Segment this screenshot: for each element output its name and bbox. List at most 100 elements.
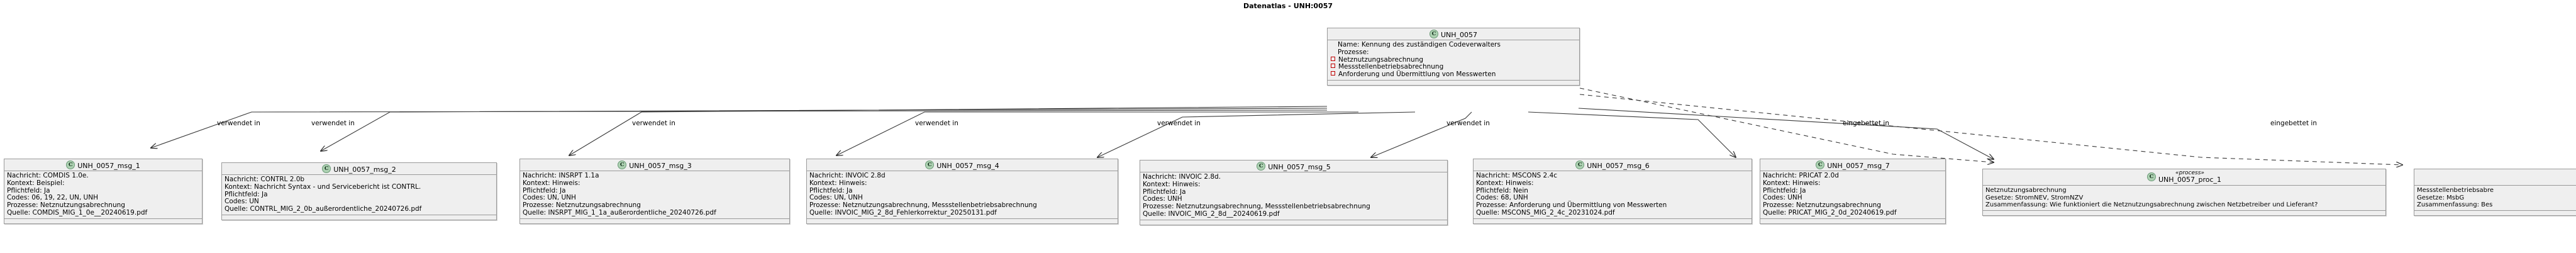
- node-body: Nachricht: MSCONS 2.4c Kontext: Hinweis:…: [1474, 171, 1752, 218]
- edge-label: verwendet in: [1446, 120, 1490, 127]
- field-quelle: Quelle: INVOIC_MIG_2_8d__20240619.pdf: [1143, 210, 1280, 218]
- field-quelle: Quelle: CONTRL_MIG_2_0b_außerordentliche…: [225, 205, 422, 213]
- node-footer: [4, 218, 202, 223]
- edge-label: verwendet in: [217, 120, 260, 127]
- node-header: C«process»UNH_0057_proc_1: [1983, 169, 2385, 186]
- field-pflichtfeld: Pflichtfeld: Ja: [809, 186, 853, 194]
- node-unh-0057-proc-1[interactable]: C«process»UNH_0057_proc_1 Netznutzungsab…: [1982, 169, 2386, 216]
- attribute-prozesse-label: Prozesse:: [1338, 48, 1369, 56]
- node-body: Messstellenbetriebsabre Gesetze: MsbG Zu…: [2414, 186, 2576, 210]
- node-body: Nachricht: INSRPT 1.1a Kontext: Hinweis:…: [520, 171, 789, 218]
- node-body: Nachricht: COMDIS 1.0e. Kontext: Beispie…: [4, 171, 202, 218]
- page-title: Datenatlas - UNH:0057: [1243, 2, 1333, 10]
- node-footer: [222, 214, 496, 220]
- edge-label: verwendet in: [1157, 120, 1201, 127]
- node-footer: [1983, 210, 2385, 215]
- field-codes: Codes: UN, UNH: [809, 194, 863, 202]
- square-bullet-icon: [1331, 56, 1335, 61]
- field-prozesse: Prozesse: Netznutzungsabrechnung: [1763, 201, 1881, 210]
- attribute-name: Name: Kennung des zuständigen Codeverwal…: [1338, 41, 1501, 48]
- field-codes: Codes: UNH: [1143, 195, 1182, 203]
- node-title: UNH_0057_msg_4: [936, 161, 999, 170]
- edge-label: verwendet in: [311, 120, 355, 127]
- node-footer: [807, 218, 1118, 223]
- field-nachricht: Nachricht: COMDIS 1.0e.: [7, 172, 89, 179]
- node-process-messstellenbetriebsabrechnung[interactable]: Messstellenbetriebsabre Gesetze: MsbG Zu…: [2414, 169, 2576, 216]
- class-badge-icon: C: [1257, 162, 1266, 171]
- field-kontext: Kontext: Hinweis:: [523, 179, 580, 187]
- edge-label: verwendet in: [632, 120, 675, 127]
- field-nachricht: Nachricht: CONTRL 2.0b: [225, 176, 305, 183]
- field-pflichtfeld: Pflichtfeld: Ja: [225, 190, 268, 198]
- edge-label: eingebettet in: [2270, 120, 2318, 127]
- process-item-label: Messstellenbetriebsabrechnung: [1338, 63, 1444, 71]
- field-nachricht: Nachricht: INVOIC 2.8d.: [1143, 173, 1221, 181]
- edge-label: eingebettet in: [1843, 120, 1890, 127]
- field-codes: Codes: 68, UNH: [1476, 194, 1528, 202]
- node-title: UNH_0057_msg_5: [1268, 162, 1331, 171]
- field-quelle: Quelle: INSRPT_MIG_1_1a_außerordentliche…: [523, 208, 716, 216]
- field-pflichtfeld: Pflichtfeld: Ja: [1143, 188, 1186, 196]
- class-badge-icon: C: [1429, 30, 1438, 38]
- field-gesetze: Gesetze: MsbG: [2417, 194, 2465, 201]
- node-title: UNH_0057: [1440, 30, 1478, 39]
- field-zusammenfassung: Zusammenfassung: Wie funktioniert die Ne…: [1985, 201, 2318, 208]
- process-item[interactable]: Netznutzungsabrechnung: [1330, 56, 1577, 64]
- field-zusammenfassung: Zusammenfassung: Bes: [2417, 201, 2493, 208]
- field-quelle: Quelle: MSCONS_MIG_2_4c_20231024.pdf: [1476, 208, 1615, 216]
- process-item[interactable]: Messstellenbetriebsabrechnung: [1330, 63, 1577, 71]
- node-footer: [2414, 210, 2576, 215]
- class-badge-icon: C: [1816, 160, 1825, 169]
- node-body: Nachricht: PRICAT 2.0d Kontext: Hinweis:…: [1760, 171, 1945, 218]
- field-kontext: Kontext: Hinweis:: [1476, 179, 1534, 187]
- field-prozesse: Prozesse: Netznutzungsabrechnung: [7, 201, 125, 210]
- field-kontext: Kontext: Hinweis:: [809, 179, 867, 187]
- field-prozesse: Prozesse: Netznutzungsabrechnung: [523, 201, 641, 210]
- field-pflichtfeld: Pflichtfeld: Ja: [523, 186, 566, 194]
- field-quelle: Quelle: PRICAT_MIG_2_0d_20240619.pdf: [1763, 208, 1897, 216]
- field-gesetze: Gesetze: StromNEV, StromNZV: [1985, 194, 2084, 201]
- field-kontext: Kontext: Nachricht Syntax - und Serviceb…: [225, 183, 421, 191]
- field-kontext: Kontext: Hinweis:: [1763, 179, 1821, 187]
- node-footer: [520, 218, 789, 223]
- node-title: UNH_0057_msg_7: [1827, 161, 1890, 170]
- node-body: Nachricht: INVOIC 2.8d Kontext: Hinweis:…: [807, 171, 1118, 218]
- square-bullet-icon: [1331, 71, 1335, 76]
- node-footer: [1474, 218, 1752, 223]
- field-prozesse: Prozesse: Netznutzungsabrechnung, Messst…: [809, 201, 1037, 210]
- process-item[interactable]: Anforderung und Übermittlung von Messwer…: [1330, 70, 1577, 79]
- field-nachricht: Nachricht: PRICAT 2.0d: [1763, 172, 1839, 179]
- class-badge-icon: C: [66, 160, 75, 169]
- field-nachricht: Nachricht: INVOIC 2.8d: [809, 172, 886, 179]
- square-bullet-icon: [1331, 64, 1335, 69]
- node-body: Name: Kennung des zuständigen Codeverwal…: [1328, 40, 1579, 80]
- field-codes: Codes: UNH: [1763, 194, 1802, 202]
- field-pflichtfeld: Pflichtfeld: Nein: [1476, 186, 1528, 194]
- node-title: UNH_0057_msg_3: [629, 161, 692, 170]
- node-body: Nachricht: CONTRL 2.0b Kontext: Nachrich…: [222, 175, 496, 215]
- field-process-name: Netznutzungsabrechnung: [1985, 187, 2067, 194]
- node-footer: [1760, 218, 1945, 223]
- class-badge-icon: C: [618, 160, 627, 169]
- field-nachricht: Nachricht: MSCONS 2.4c: [1476, 172, 1558, 179]
- class-badge-icon: C: [2146, 172, 2156, 181]
- node-title: UNH_0057_msg_2: [333, 165, 396, 174]
- node-header: [2414, 169, 2576, 186]
- stereotype-label: «process»: [2175, 170, 2204, 176]
- field-quelle: Quelle: COMDIS_MIG_1_0e__20240619.pdf: [7, 208, 148, 216]
